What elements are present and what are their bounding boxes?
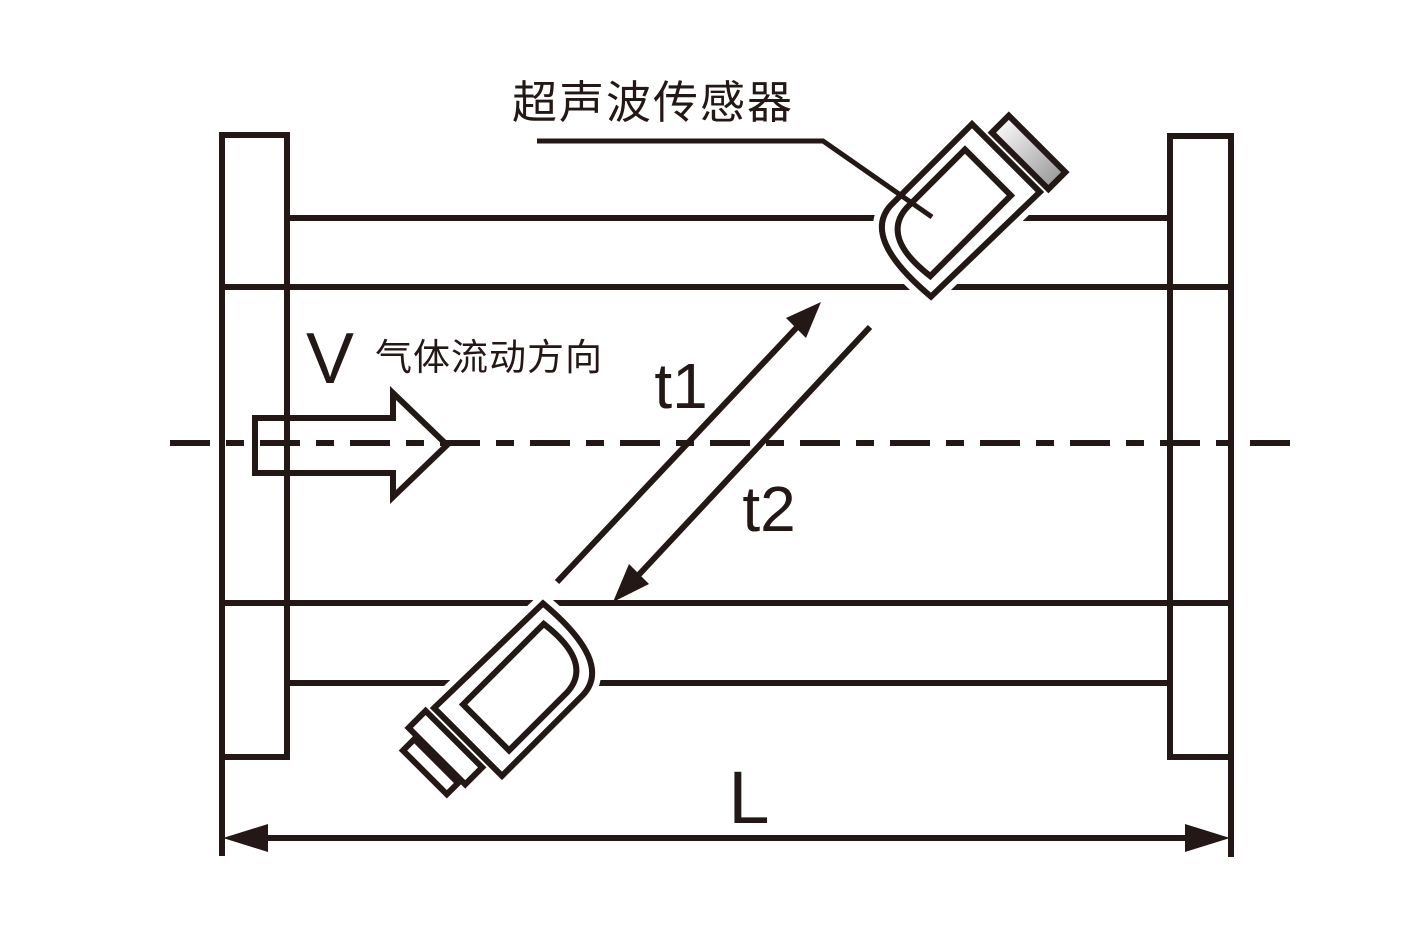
ultrasonic-sensor-bottom xyxy=(390,591,602,808)
sensor-label-leader-line xyxy=(537,138,934,220)
flow-direction-label: 气体流动方向 xyxy=(375,337,603,378)
sensor-label: 超声波传感器 xyxy=(512,77,794,128)
flow-direction-arrow xyxy=(252,385,452,505)
t2-arrowhead xyxy=(613,564,649,602)
t1-arrowhead xyxy=(786,302,821,338)
sensor-top-cap xyxy=(987,111,1070,194)
t2-arrow xyxy=(613,324,873,602)
velocity-label: V xyxy=(306,319,354,399)
sensor-bottom-cap-step xyxy=(398,734,463,799)
pipe-walls xyxy=(222,215,1231,686)
sensor-bottom-cap xyxy=(404,706,487,789)
sensor-top-inner-outline xyxy=(894,145,1016,281)
sensor-bottom-body xyxy=(429,599,596,781)
right-flange xyxy=(1167,133,1234,760)
t1-arrow-shaft xyxy=(554,321,803,585)
sensor-bottom-inner-outline xyxy=(458,619,580,755)
length-label: L xyxy=(728,756,769,839)
t2-label: t2 xyxy=(742,473,795,545)
dimension-arrowhead-right xyxy=(1185,824,1230,852)
t1-arrow xyxy=(554,302,821,585)
sensor-top-body xyxy=(878,119,1045,301)
length-dimension xyxy=(219,757,1234,857)
dimension-arrowhead-left xyxy=(223,824,268,852)
ultrasonic-sensor-top xyxy=(872,102,1079,309)
t2-arrow-shaft xyxy=(630,324,873,584)
t1-label: t1 xyxy=(654,350,707,422)
